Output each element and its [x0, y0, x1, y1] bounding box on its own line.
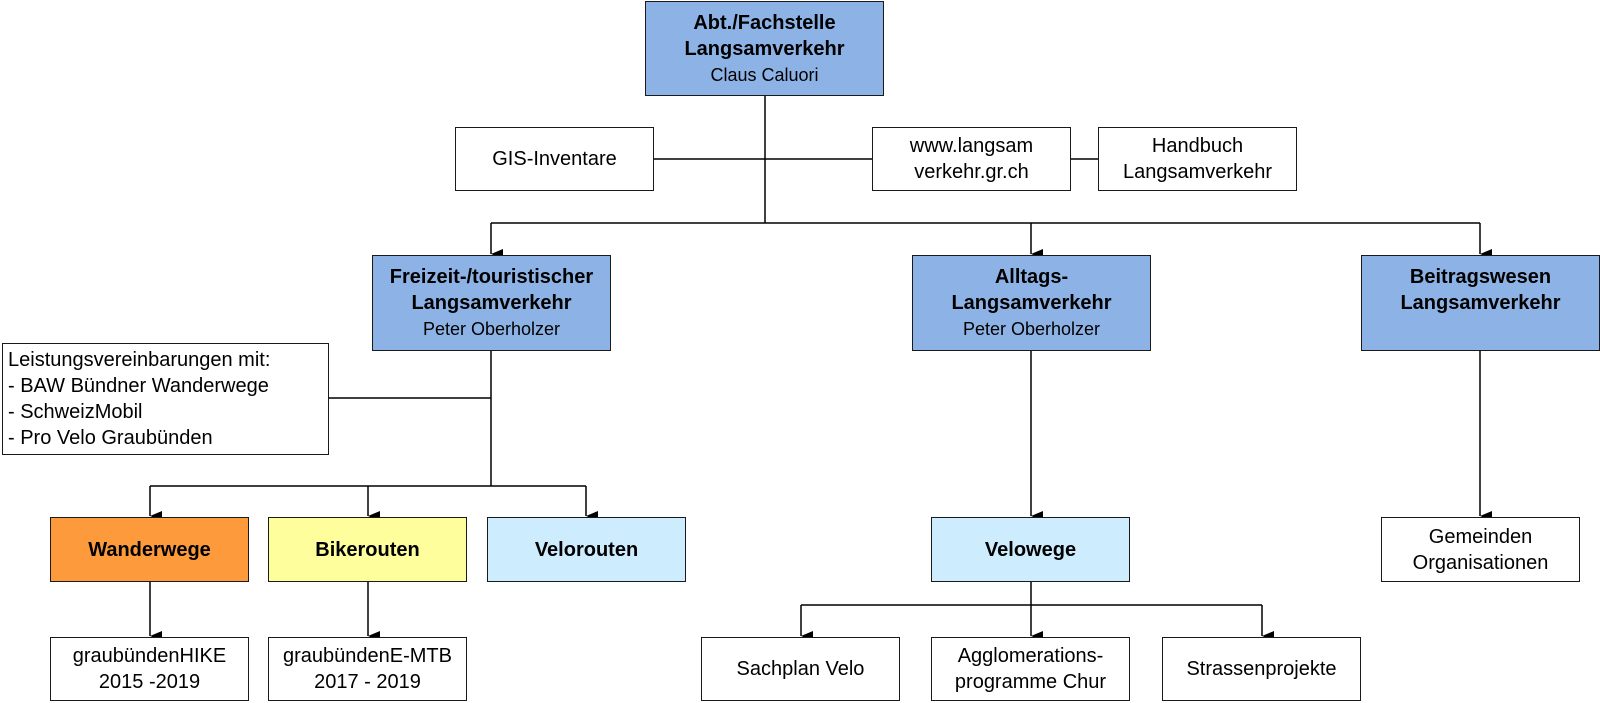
- velowege-node: Velowege: [931, 517, 1130, 582]
- velorouten-label: Velorouten: [534, 538, 639, 561]
- dept-everyday-person: Peter Oberholzer: [962, 319, 1101, 339]
- velowege-label: Velowege: [984, 538, 1077, 561]
- hike-line1: graubündenHIKE: [72, 645, 227, 667]
- agglo-line1: Agglomerations-: [957, 645, 1104, 667]
- wanderwege-node: Wanderwege: [50, 517, 249, 582]
- website-line1: www.langsam: [909, 135, 1034, 157]
- sachplan-label: Sachplan Velo: [736, 658, 865, 680]
- root-person: Claus Caluori: [710, 64, 819, 85]
- dept-everyday-title1: Alltags-: [994, 266, 1069, 288]
- dept-leisure-node: Freizeit-/touristischer Langsamverkehr P…: [372, 255, 611, 351]
- handbook-line1: Handbuch: [1151, 135, 1244, 157]
- agreements-item: - BAW Bündner Wanderwege: [8, 375, 269, 397]
- root-node: Abt./Fachstelle Langsamverkehr Claus Cal…: [645, 1, 884, 96]
- strassen-label: Strassenprojekte: [1186, 658, 1337, 680]
- agreements-item: - SchweizMobil: [8, 401, 143, 423]
- dept-leisure-title1: Freizeit-/touristischer: [389, 266, 594, 288]
- hike-line2: 2015 -2019: [98, 671, 201, 693]
- handbook-node: Handbuch Langsamverkehr: [1098, 127, 1297, 191]
- handbook-line2: Langsamverkehr: [1123, 161, 1272, 183]
- emtb-line1: graubündenE-MTB: [283, 645, 452, 667]
- wanderwege-label: Wanderwege: [88, 538, 211, 561]
- emtb-project-node: graubündenE-MTB 2017 - 2019: [268, 637, 467, 701]
- velorouten-node: Velorouten: [487, 517, 686, 582]
- gemeinden-line2: Organisationen: [1412, 551, 1549, 574]
- agreements-heading: Leistungsvereinbarungen mit:: [8, 349, 271, 371]
- website-node: www.langsam verkehr.gr.ch: [872, 127, 1071, 191]
- website-line2: verkehr.gr.ch: [914, 161, 1029, 183]
- bikerouten-label: Bikerouten: [315, 538, 420, 561]
- agreements-item: - Pro Velo Graubünden: [8, 427, 213, 449]
- emtb-line2: 2017 - 2019: [314, 671, 421, 693]
- dept-everyday-node: Alltags- Langsamverkehr Peter Oberholzer: [912, 255, 1151, 351]
- root-title-line1: Abt./Fachstelle: [693, 11, 836, 34]
- strassen-node: Strassenprojekte: [1162, 637, 1361, 701]
- hike-project-node: graubündenHIKE 2015 -2019: [50, 637, 249, 701]
- dept-contributions-title1: Beitragswesen: [1409, 266, 1552, 288]
- gis-inventare-node: GIS-Inventare: [455, 127, 654, 191]
- bikerouten-node: Bikerouten: [268, 517, 467, 582]
- gis-label: GIS-Inventare: [492, 148, 617, 170]
- dept-leisure-person: Peter Oberholzer: [422, 319, 561, 339]
- root-title-line2: Langsamverkehr: [684, 37, 845, 60]
- dept-leisure-title2: Langsamverkehr: [411, 292, 572, 314]
- agreements-node: Leistungsvereinbarungen mit: - BAW Bündn…: [2, 343, 329, 455]
- dept-contributions-title2: Langsamverkehr: [1400, 292, 1561, 314]
- gemeinden-node: Gemeinden Organisationen: [1381, 517, 1580, 582]
- gemeinden-line1: Gemeinden: [1428, 525, 1533, 548]
- agglo-node: Agglomerations- programme Chur: [931, 637, 1130, 701]
- agglo-line2: programme Chur: [954, 671, 1107, 693]
- dept-everyday-title2: Langsamverkehr: [951, 292, 1112, 314]
- dept-contributions-node: Beitragswesen Langsamverkehr: [1361, 255, 1600, 351]
- sachplan-node: Sachplan Velo: [701, 637, 900, 701]
